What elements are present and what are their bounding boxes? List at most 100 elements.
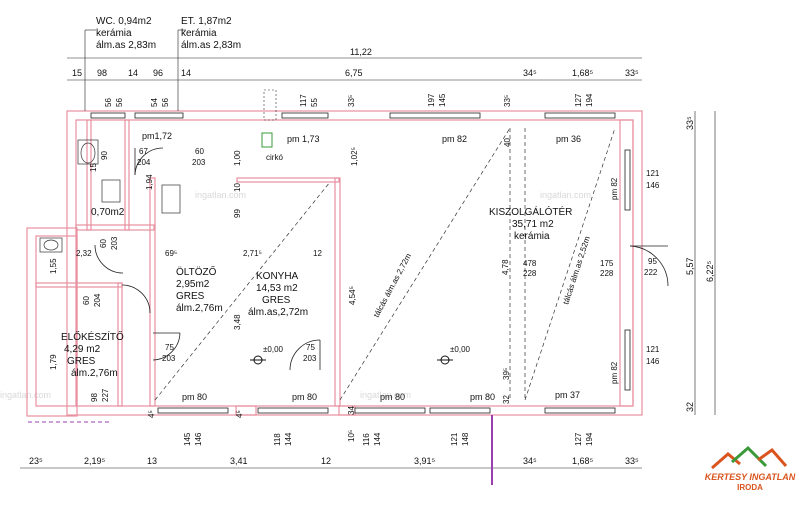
top-dimensions: 11,22 15 98 14 96 14 6,75 34⁵ 1,68⁵ 33⁵ bbox=[72, 47, 639, 78]
room-konyha: KONYHA 14,53 m2 GRES álm.as,2,72m bbox=[248, 271, 308, 318]
dim: 146 bbox=[646, 357, 660, 366]
dim: 39⁵ bbox=[502, 368, 511, 380]
right-dimensions: 33⁵ 5,57 6,22⁵ 32 bbox=[685, 116, 715, 412]
level-label: ±0,00 bbox=[450, 345, 471, 354]
logo: KERTESY INGATLAN IRODA bbox=[700, 442, 800, 504]
logo-subtitle: IRODA bbox=[737, 483, 763, 492]
dim: pm 80 bbox=[380, 392, 405, 402]
ceiling-note: tálcás álm.as 2,72m bbox=[372, 252, 414, 319]
dim: 194 bbox=[585, 93, 594, 107]
dim: 1,00 bbox=[233, 150, 242, 166]
dim: 203 bbox=[192, 158, 206, 167]
dim: 121 bbox=[450, 432, 459, 446]
dim: 33⁵ bbox=[685, 116, 695, 130]
dim: 203 bbox=[303, 354, 317, 363]
boiler-label: cirkó bbox=[266, 153, 283, 162]
dim: 56 bbox=[104, 98, 113, 107]
dim: 56 bbox=[115, 98, 124, 107]
watermark: ingatlan.com bbox=[195, 190, 246, 200]
dim: pm1,72 bbox=[142, 131, 172, 141]
dim: 13 bbox=[147, 456, 157, 466]
dim: 145 bbox=[438, 93, 447, 107]
dim: 116 bbox=[362, 433, 371, 446]
dim: pm 80 bbox=[470, 392, 495, 402]
room-et: ET. 1,87m2 kerámia álm.as 2,83m bbox=[181, 16, 241, 51]
dim: 127 bbox=[574, 432, 583, 446]
dim: 60 bbox=[195, 147, 204, 156]
room-name: ÖLTÖZŐ bbox=[176, 264, 217, 278]
dim: 56 bbox=[161, 98, 170, 107]
dim: 146 bbox=[194, 432, 203, 446]
dim: 15 bbox=[72, 68, 82, 78]
room-floor: kerámia bbox=[181, 28, 217, 39]
dim: 60 bbox=[82, 296, 91, 305]
dim: 5,57 bbox=[685, 257, 695, 275]
dim: 10 bbox=[233, 183, 242, 192]
room-height: álm.as 2,83m bbox=[96, 40, 156, 51]
dim: 14 bbox=[181, 68, 191, 78]
watermark: ingatlan.com bbox=[0, 390, 51, 400]
dimension-lines bbox=[20, 29, 716, 469]
dim: 90 bbox=[100, 151, 109, 160]
room-height: álm.as,2,72m bbox=[248, 307, 308, 318]
level-label: ±0,00 bbox=[263, 345, 284, 354]
dim: 4,78 bbox=[501, 259, 510, 275]
dim: 12 bbox=[313, 249, 322, 258]
dim: 2,71⁵ bbox=[243, 249, 262, 258]
dim: 60 bbox=[99, 239, 108, 248]
dim: 3,91⁵ bbox=[414, 456, 436, 466]
dim: 121 bbox=[646, 169, 660, 178]
dim: 197 bbox=[427, 93, 436, 107]
dim: 33⁵ bbox=[347, 95, 356, 107]
dim: 40 bbox=[503, 138, 512, 147]
room-name: ELŐKÉSZÍTŐ bbox=[61, 329, 124, 343]
room-name: KISZOLGÁLÓTÉR bbox=[489, 205, 572, 218]
room-oltozo: ÖLTÖZŐ 2,95m2 GRES álm.2,76m bbox=[176, 264, 223, 314]
dim: 121 bbox=[646, 345, 660, 354]
room-floor: GRES bbox=[67, 356, 96, 367]
room-floor: GRES bbox=[262, 295, 291, 306]
dim: 33⁵ bbox=[625, 456, 639, 466]
dim: 4,54⁵ bbox=[348, 286, 357, 305]
walls bbox=[26, 110, 643, 417]
dim: 23⁵ bbox=[29, 456, 43, 466]
dim: 4⁵ bbox=[235, 410, 244, 418]
room-elokeszito: ELŐKÉSZÍTŐ 4,29 m2 GRES álm.2,76m bbox=[61, 329, 124, 379]
room-height: álm.2,76m bbox=[176, 303, 223, 314]
logo-house-icon bbox=[711, 445, 788, 470]
dim: 146 bbox=[646, 181, 660, 190]
room-height: álm.2,76m bbox=[71, 368, 118, 379]
dim: 227 bbox=[101, 388, 110, 402]
dim: 228 bbox=[523, 269, 537, 278]
dim: 95 bbox=[648, 257, 657, 266]
dim: 204 bbox=[93, 293, 102, 307]
dim: pm 82 bbox=[610, 361, 619, 384]
room-area: 4,29 m2 bbox=[64, 344, 101, 355]
dim: 55 bbox=[310, 98, 319, 107]
dim: 222 bbox=[644, 268, 658, 277]
watermark: ingatlan.com bbox=[360, 390, 411, 400]
dim: 69⁵ bbox=[165, 249, 177, 258]
dim: 34⁵ bbox=[523, 68, 537, 78]
level-markers bbox=[250, 355, 453, 365]
room-area: 2,95m2 bbox=[176, 279, 210, 290]
bottom-opening-labels: pm 80 pm 80 pm 80 pm 80 pm 37 145 146 11… bbox=[182, 368, 594, 446]
dim: 478 bbox=[523, 259, 537, 268]
dim: 6,75 bbox=[345, 68, 363, 78]
dim-total: 11,22 bbox=[350, 47, 372, 57]
dim: 54 bbox=[150, 98, 159, 107]
dim: 32 bbox=[502, 395, 511, 404]
dim: pm 82 bbox=[610, 177, 619, 200]
dim: 10⁵ bbox=[347, 430, 356, 442]
dim: pm 36 bbox=[556, 134, 581, 144]
dim: 2,19⁵ bbox=[84, 456, 106, 466]
room-floor: kerámia bbox=[514, 231, 550, 242]
dim: 1,02⁵ bbox=[350, 147, 359, 166]
dim: pm 37 bbox=[555, 390, 580, 400]
dim: 194 bbox=[585, 432, 594, 446]
dim: 1,94 bbox=[145, 174, 154, 190]
dim: 75 bbox=[165, 343, 174, 352]
room-kiszolgalo: KISZOLGÁLÓTÉR 35,71 m2 kerámia bbox=[489, 205, 572, 242]
dim: pm 80 bbox=[292, 392, 317, 402]
